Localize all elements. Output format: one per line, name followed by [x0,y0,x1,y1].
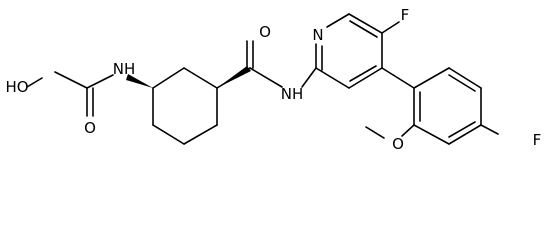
label-carboxamide-carbonyl-o: O [259,23,271,41]
bond-ch2-co [54,71,88,89]
ring-bond-2 [183,67,218,89]
label-glycolamide-nh: NH [113,60,136,78]
pyr-bond-c6-c5-inner [349,20,378,38]
bond-ho-ch2 [26,77,43,88]
bond-co-nh [86,74,114,89]
bond-ph-ome [401,124,415,137]
pyr-bond-c6-c5 [348,13,383,34]
atom-labels: HO O NH O NH N F F O [5,6,541,153]
bond-co-nh-amide [249,67,283,88]
bond-o-ch3 [365,126,385,139]
label-pyridine-n: N [312,26,323,44]
ring-bond-4 [183,124,218,145]
bond-c5-f [381,21,400,34]
label-pyridine-f: F [401,6,410,24]
wedge-bond-carboxamide [217,66,251,88]
ph-bond-2 [448,67,482,89]
bond-ph-f [480,124,499,135]
ring-bond-1 [152,67,185,89]
wedge-bond-nh [126,74,153,88]
pyr-bond-n1-c6 [326,13,350,28]
label-hydroxyl: HO [5,78,28,96]
ph-bond-5 [413,124,450,145]
label-methoxy-o: O [392,135,404,153]
chemical-structure: HO O NH O NH N F F O [5,6,541,153]
label-glycolamide-carbonyl-o: O [84,119,96,137]
pyr-bond-c4-c3-inner [349,65,377,82]
label-carboxamide-nh: NH [281,85,304,103]
bond-nh-pyridine [301,67,317,88]
bond-biaryl [381,67,415,89]
ph-bond-2-inner [448,74,476,92]
label-phenyl-f: F [533,131,542,149]
ph-bond-4-inner [448,121,476,138]
pyr-bond-c4-c3 [348,67,383,89]
pyr-bond-c3-c2 [315,67,350,89]
stereo-wedges [126,66,251,88]
ph-bond-4 [448,124,482,145]
ph-bond-1 [413,67,450,89]
ring-bond-5 [152,124,185,145]
